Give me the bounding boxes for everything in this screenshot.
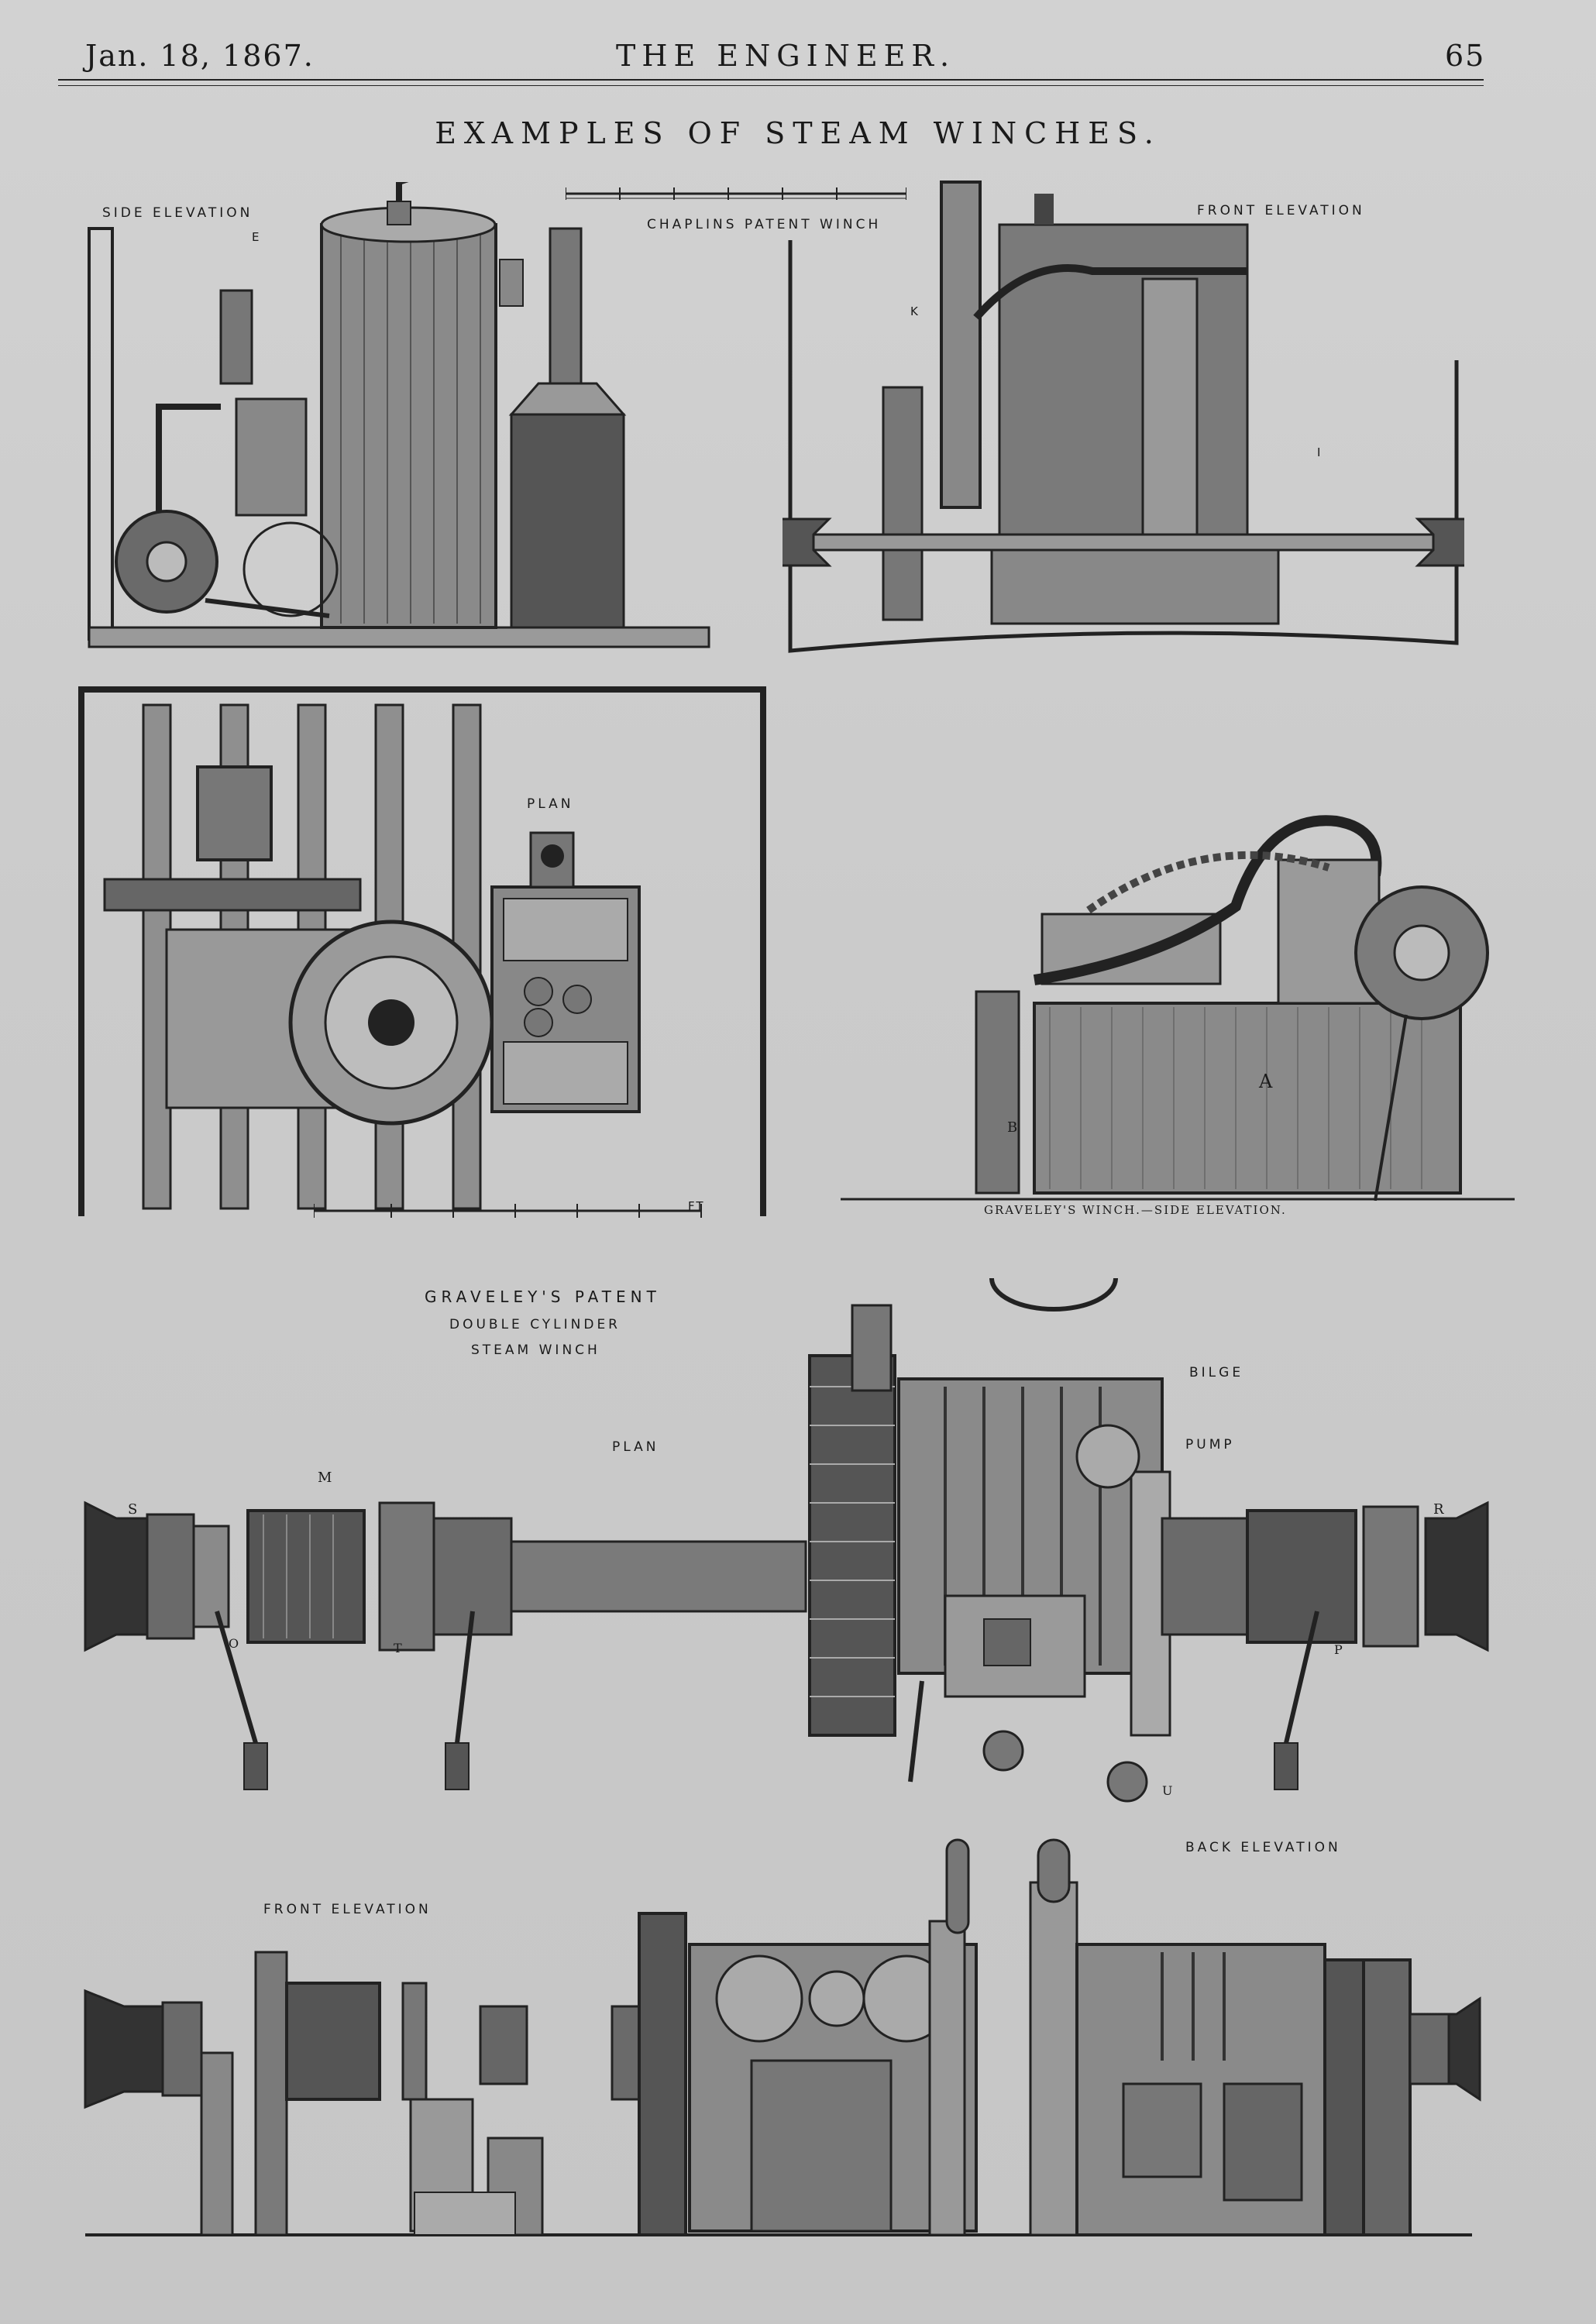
scale-bar-top: [566, 187, 906, 200]
letter-o: O: [229, 1636, 241, 1651]
letter-s: S: [128, 1501, 139, 1518]
label-plan-mid: PLAN: [612, 1439, 659, 1455]
figure-graveley-front-back-elevation: [84, 1838, 1481, 2236]
graveley-title-line1: GRAVELEY'S PATENT: [425, 1287, 661, 1306]
letter-i: I: [1317, 445, 1323, 459]
letter-p: P: [1334, 1642, 1344, 1657]
graveley-title-line3: STEAM WINCH: [471, 1342, 600, 1358]
label-front-elevation-bottom: FRONT ELEVATION: [263, 1902, 432, 1917]
page-header: Jan. 18, 1867. THE ENGINEER. 65: [0, 39, 1596, 85]
label-pump: PUMP: [1185, 1437, 1235, 1452]
label-chaplins-winch: CHAPLINS PATENT WINCH: [647, 217, 882, 232]
label-bilge: BILGE: [1189, 1365, 1244, 1380]
letter-b: B: [1007, 1119, 1020, 1136]
figure-graveley-plan: [84, 1277, 1489, 1803]
figure-chaplin-plan: [78, 686, 766, 1216]
journal-title: THE ENGINEER.: [616, 39, 956, 73]
page-title: EXAMPLES OF STEAM WINCHES.: [435, 116, 1161, 150]
caption-graveley-side: GRAVELEY'S WINCH.—SIDE ELEVATION.: [984, 1203, 1287, 1217]
figure-chaplin-front-elevation: [783, 180, 1464, 653]
label-back-elevation: BACK ELEVATION: [1185, 1840, 1341, 1855]
page-number: 65: [1445, 39, 1486, 73]
figure-chaplin-side-elevation: [88, 182, 710, 648]
header-rule: [58, 79, 1484, 81]
scale-ft-label: FT: [688, 1199, 705, 1213]
letter-m: M: [318, 1470, 334, 1486]
figure-graveley-side-elevation: [841, 815, 1515, 1201]
label-side-elevation: SIDE ELEVATION: [102, 205, 253, 221]
issue-date: Jan. 18, 1867.: [85, 39, 315, 73]
scale-bar-plan: [314, 1204, 702, 1218]
letter-a: A: [1259, 1071, 1274, 1092]
letter-u: U: [1162, 1783, 1175, 1798]
graveley-title-line2: DOUBLE CYLINDER: [449, 1317, 621, 1332]
letter-e: E: [252, 230, 261, 244]
letter-t: T: [394, 1641, 404, 1655]
letter-k: K: [910, 304, 920, 318]
label-plan-top: PLAN: [527, 796, 574, 812]
label-front-elevation-top: FRONT ELEVATION: [1197, 203, 1365, 218]
letter-r: R: [1433, 1501, 1446, 1518]
header-rule-thin: [58, 85, 1484, 86]
